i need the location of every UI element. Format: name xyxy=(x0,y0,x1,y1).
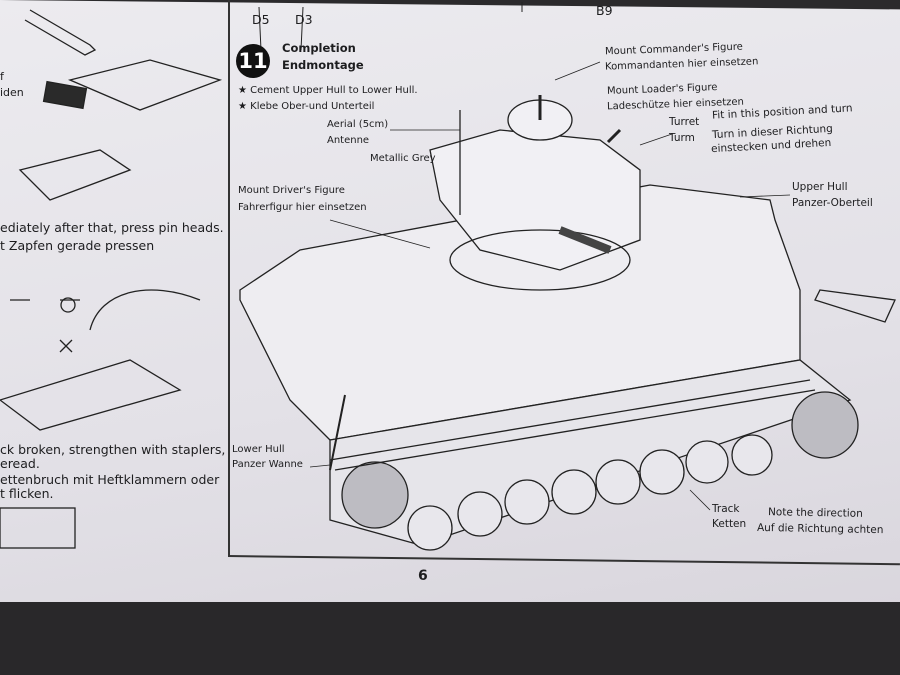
frame-border-vertical xyxy=(228,0,230,556)
callout-turret-en: Turret xyxy=(669,116,700,128)
callout-direction-de: Auf die Richtung achten xyxy=(756,521,884,537)
assembly-illustration xyxy=(0,9,896,551)
callout-track-de: Ketten xyxy=(712,518,747,530)
track-link-diagram xyxy=(0,9,223,549)
label-fragment: f xyxy=(0,70,4,83)
instruction-pin-de: t Zapfen gerade pressen xyxy=(0,238,155,253)
callout-lower-hull-en: Lower Hull xyxy=(232,444,285,455)
part-label-b9: B9 xyxy=(596,3,613,18)
step-note-de: ★ Klebe Ober-und Unterteil xyxy=(238,101,375,112)
callout-aerial-de: Antenne xyxy=(327,135,370,146)
label-fragment: iden xyxy=(0,86,24,99)
table-surface xyxy=(0,602,900,675)
tank-drawing xyxy=(239,95,896,551)
page-number: 6 xyxy=(418,568,428,584)
callout-track-en: Track xyxy=(712,503,740,515)
instruction-pin-en: ediately after that, press pin heads. xyxy=(0,220,224,235)
callout-upper-hull-de: Panzer-Oberteil xyxy=(792,197,873,209)
part-label-d5: D5 xyxy=(252,12,270,27)
callout-direction-en: Note the direction xyxy=(767,506,863,520)
step-title-de: Endmontage xyxy=(282,58,364,72)
part-label-d3: D3 xyxy=(295,12,313,27)
instruction-broken-de-2: t flicken. xyxy=(0,486,54,501)
callout-aerial-en: Aerial (5cm) xyxy=(327,119,389,130)
callout-paint-color: Metallic Grey xyxy=(370,153,436,164)
step-title-en: Completion xyxy=(282,41,356,55)
instruction-broken-de: ettenbruch mit Heftklammern oder xyxy=(0,472,220,487)
callout-driver-de: Fahrerfigur hier einsetzen xyxy=(238,202,367,213)
callout-driver-en: Mount Driver's Figure xyxy=(238,185,345,196)
step-note-en: ★ Cement Upper Hull to Lower Hull. xyxy=(238,85,418,96)
callout-lower-hull-de: Panzer Wanne xyxy=(232,459,303,470)
step-number-badge: 11 xyxy=(236,44,270,78)
callout-upper-hull-en: Upper Hull xyxy=(792,181,848,193)
callout-turret-de: Turm xyxy=(669,132,695,144)
instruction-broken-en-2: eread. xyxy=(0,456,40,471)
instruction-broken-en: ck broken, strengthen with staplers, xyxy=(0,442,226,457)
